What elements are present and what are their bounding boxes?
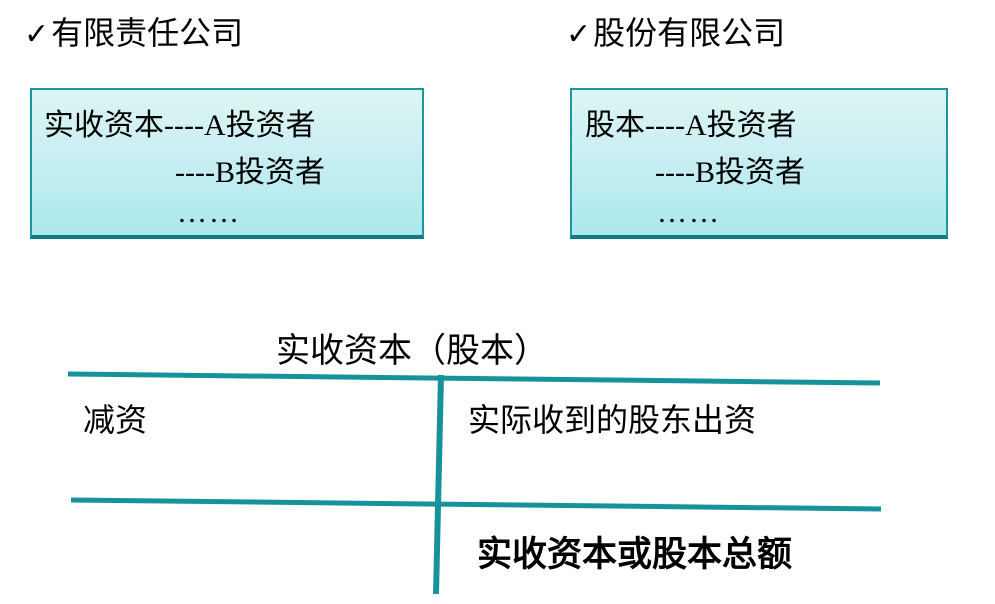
paid-in-capital-box: 实收资本----A投资者 ----B投资者 …… <box>30 88 424 239</box>
box-line-ellipsis: …… <box>657 196 721 229</box>
checkmark-icon: ✓ <box>566 17 592 52</box>
box-line-ellipsis: …… <box>177 196 241 229</box>
t-account-credit-label: 实际收到的股东出资 <box>468 402 757 438</box>
box-line-investor-b: ----B投资者 <box>175 156 325 189</box>
heading-left-text: 有限责任公司 <box>51 15 244 51</box>
t-account-top-rule <box>67 371 881 386</box>
t-account-title: 实收资本（股本） <box>276 333 548 370</box>
t-account-debit-label: 减资 <box>83 402 148 438</box>
heading-limited-liability-company: ✓有限责任公司 <box>24 14 243 54</box>
t-account-total-label: 实收资本或股本总额 <box>477 535 793 574</box>
heading-right-text: 股份有限公司 <box>593 15 786 51</box>
box-line-investor-a: 实收资本----A投资者 <box>44 109 316 142</box>
t-account-vertical-rule <box>433 374 444 595</box>
t-account-middle-rule <box>70 497 882 512</box>
share-capital-box: 股本----A投资者 ----B投资者 …… <box>570 88 948 239</box>
heading-joint-stock-company: ✓股份有限公司 <box>566 14 785 54</box>
box-line-investor-b: ----B投资者 <box>655 156 805 189</box>
box-line-investor-a: 股本----A投资者 <box>585 109 797 142</box>
checkmark-icon: ✓ <box>24 17 50 52</box>
